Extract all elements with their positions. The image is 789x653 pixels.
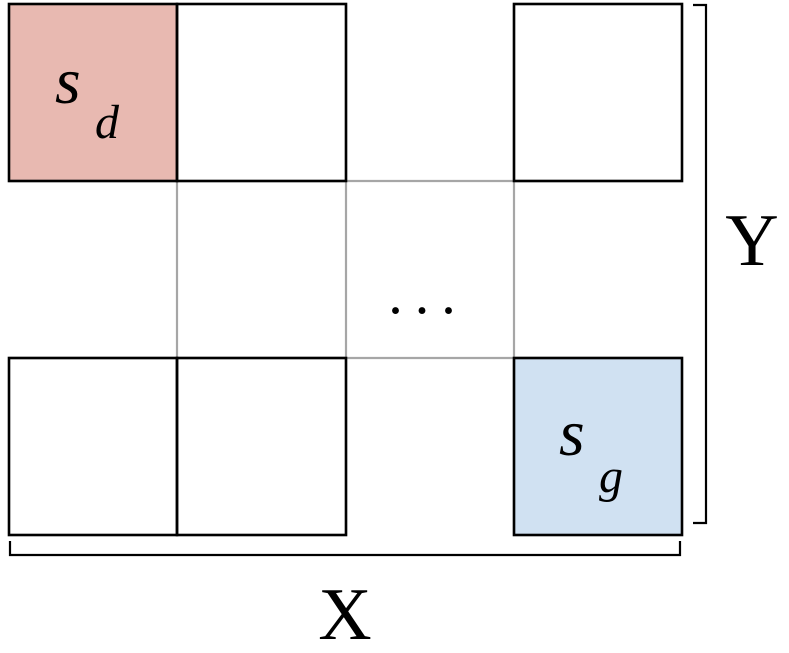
goal-cell [514,358,682,535]
y-axis-label: Y [725,200,778,282]
start-subscript: d [95,96,120,149]
goal-cell-label: sg [559,397,623,503]
x-axis-label: X [318,574,371,653]
start-cell-label: sd [55,45,120,149]
y-bracket [693,3,708,525]
goal-subscript: g [599,450,623,503]
dark-cell-borders [7,2,684,537]
goal-symbol: s [559,397,585,470]
start-symbol: s [55,45,81,118]
x-bracket [8,541,682,557]
ellipsis: ... [388,261,468,326]
start-cell [9,4,177,181]
